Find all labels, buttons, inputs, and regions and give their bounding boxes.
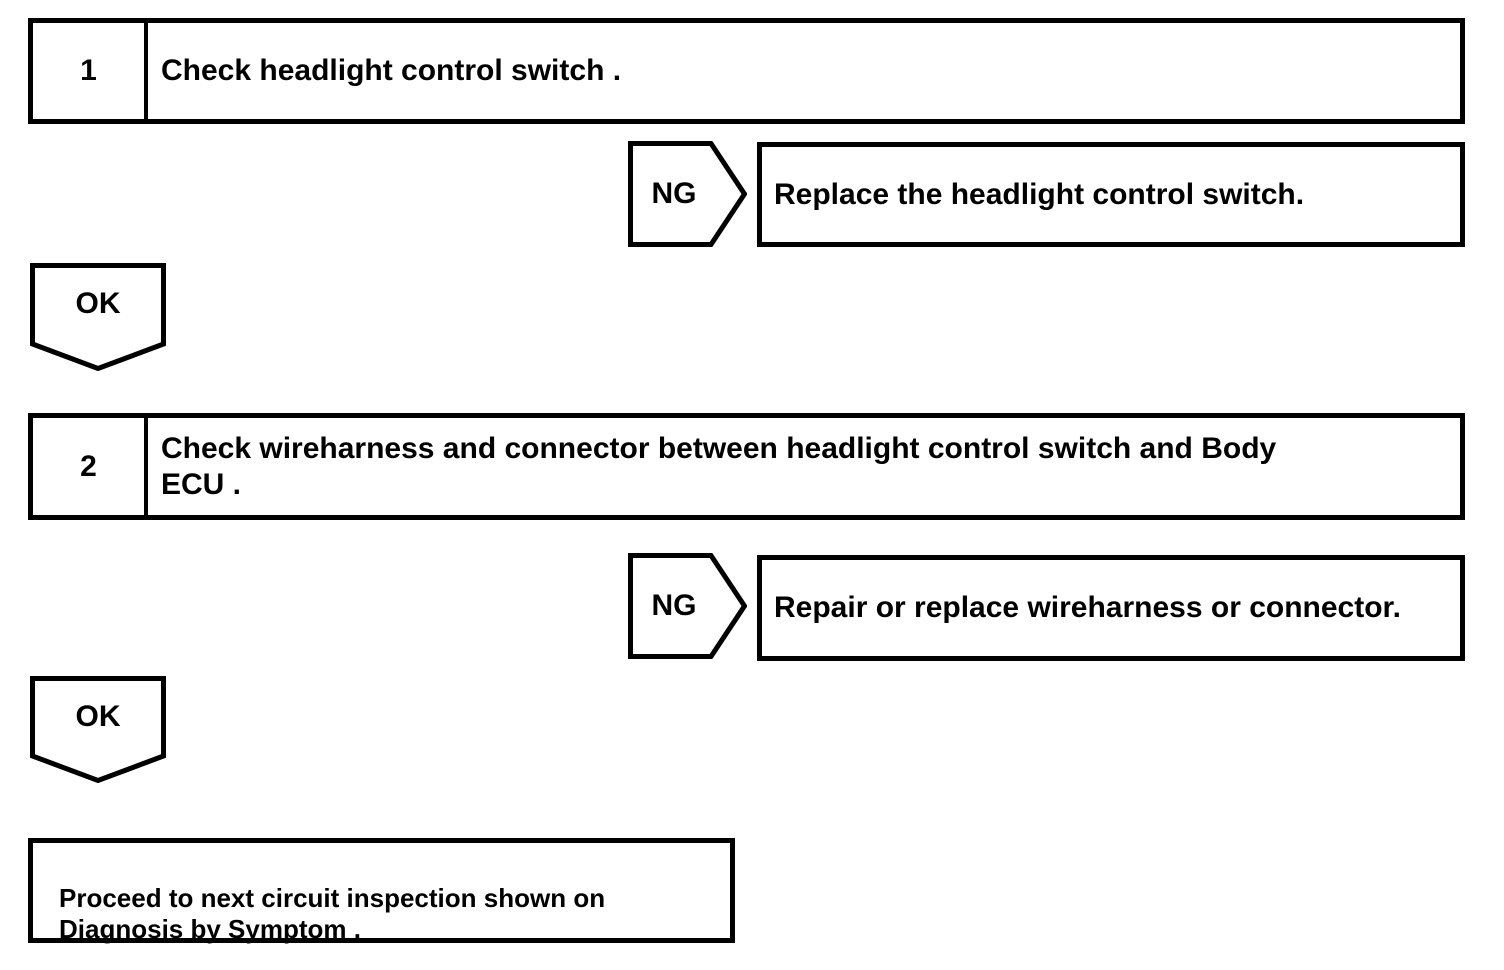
step-1-ok-label: OK	[75, 287, 121, 320]
step-1-instruction: Check headlight control switch .	[161, 54, 622, 87]
ng-pentagon-icon	[628, 141, 747, 247]
step-2-ng-arrow: NG	[628, 553, 747, 659]
step-1-ok-arrow: OK	[30, 263, 166, 371]
step-1-ng-action-text: Replace the headlight control switch.	[774, 177, 1305, 211]
step-1-number: 1	[33, 23, 148, 119]
step-1-box: 1 Check headlight control switch .	[28, 18, 1465, 124]
final-result-text: Proceed to next circuit inspection shown…	[59, 883, 606, 944]
step-1-ng-label: NG	[651, 177, 697, 210]
step-2-ng-action-box: Repair or replace wireharness or connect…	[757, 555, 1465, 661]
step-2-ng-action-text: Repair or replace wireharness or connect…	[774, 591, 1401, 624]
step-2-instruction: Check wireharness and connector between …	[161, 431, 1277, 501]
ok-pentagon-icon	[30, 676, 166, 783]
step-2-ng-label: NG	[651, 589, 697, 622]
final-result-box: Proceed to next circuit inspection shown…	[28, 838, 735, 944]
step-1-ng-action-box: Replace the headlight control switch.	[757, 142, 1465, 247]
step-2-number: 2	[33, 418, 148, 515]
step-1-ng-arrow: NG	[628, 141, 747, 247]
step-2-ok-label: OK	[75, 700, 121, 733]
step-2-ok-arrow: OK	[30, 676, 166, 783]
ng-pentagon-icon	[628, 553, 747, 659]
step-2-box: 2 Check wireharness and connector betwee…	[28, 413, 1465, 520]
ok-pentagon-icon	[30, 263, 166, 371]
